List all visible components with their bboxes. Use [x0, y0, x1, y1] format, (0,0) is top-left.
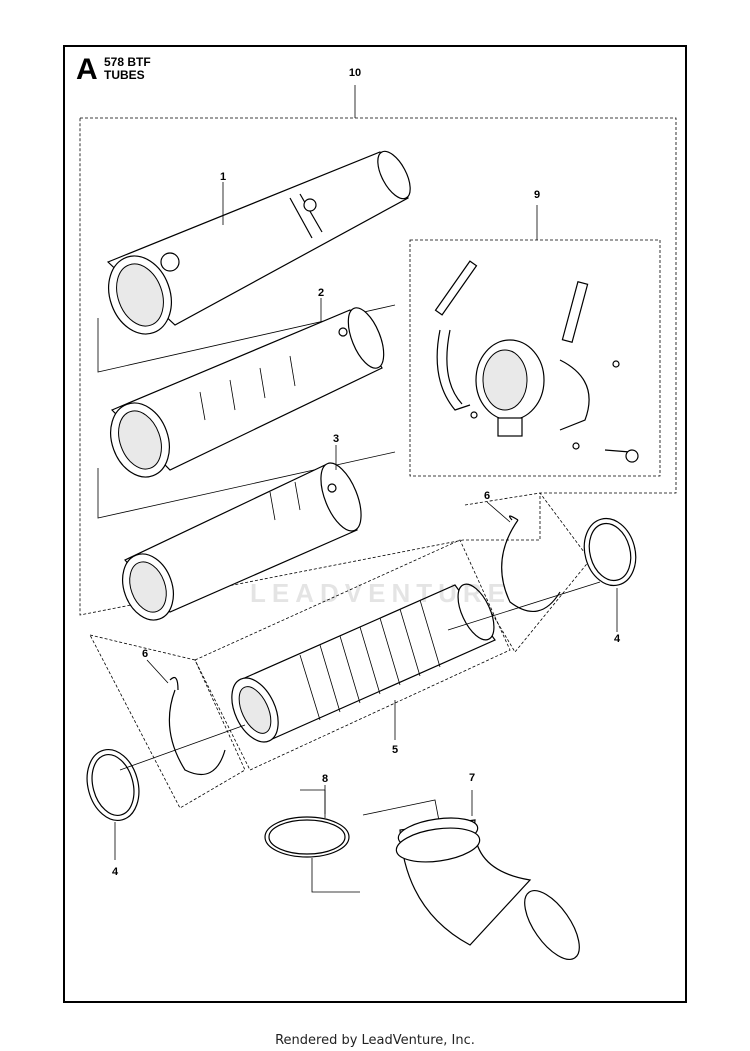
model-title: 578 BTF	[104, 55, 151, 69]
section-subtitle: TUBES	[104, 68, 145, 82]
diagram-frame	[63, 45, 687, 1003]
part-8-o-ring	[264, 785, 360, 893]
watermark: LEADVENTURE	[250, 578, 512, 608]
part-6-ring-right	[464, 492, 591, 653]
footer-credit: Rendered by LeadVenture, Inc.	[275, 1033, 475, 1048]
callout-7: 7	[468, 772, 476, 784]
part-4-clamp-right	[447, 517, 637, 632]
callout-6-right: 6	[483, 490, 491, 502]
callout-4-left: 4	[111, 866, 119, 878]
callout-5: 5	[391, 744, 399, 756]
callout-2: 2	[317, 287, 325, 299]
callout-3: 3	[332, 433, 340, 445]
part-7-elbow	[362, 790, 580, 960]
group-9-outline	[409, 239, 661, 477]
part-4-clamp-left	[86, 724, 246, 860]
callout-8: 8	[321, 773, 329, 785]
callout-6-left: 6	[141, 648, 149, 660]
part-2-middle-tube	[110, 298, 385, 478]
callout-10: 10	[348, 67, 362, 79]
callout-1: 1	[219, 171, 227, 183]
callout-9: 9	[533, 189, 541, 201]
part-6-ring-left	[89, 634, 246, 809]
part-9-clamp-assembly	[434, 260, 639, 463]
part-5-bellows	[194, 539, 511, 771]
callout-4-right: 4	[613, 633, 621, 645]
section-letter: A	[76, 53, 98, 86]
part-3-rear-tube	[122, 445, 362, 621]
part-1-nozzle-tube	[106, 150, 411, 335]
